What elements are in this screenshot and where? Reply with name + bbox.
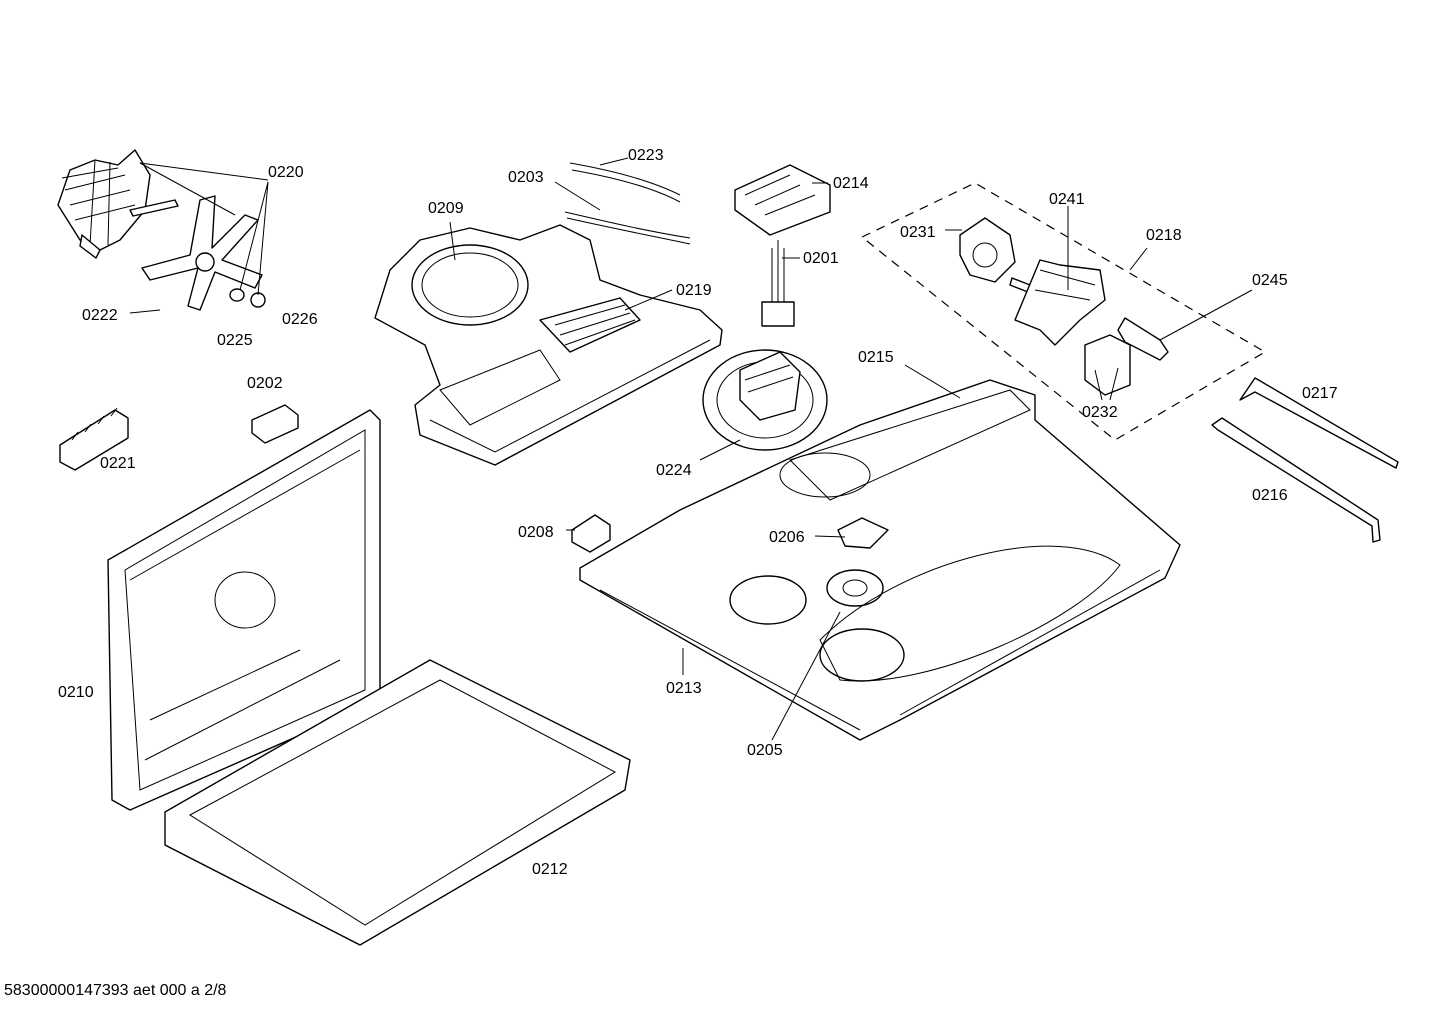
callout-0241: 0241 (1049, 191, 1085, 208)
heating-rod-0216 (1211, 417, 1381, 543)
document-id-footer: 58300000147393 aet 000 a 2/8 (4, 982, 227, 999)
callout-0203: 0203 (508, 169, 544, 186)
callout-0202: 0202 (247, 375, 283, 392)
bracket-part (1014, 259, 1106, 346)
callout-0231: 0231 (900, 224, 936, 241)
callout-0201: 0201 (803, 250, 839, 267)
callout-0209: 0209 (428, 200, 464, 217)
connector-block-part (734, 164, 831, 236)
callout-0222: 0222 (82, 307, 118, 324)
callout-labels: 0220 0222 0225 0226 0209 0203 0223 0214 … (58, 147, 1338, 878)
callout-0210: 0210 (58, 684, 94, 701)
relay-part (1084, 334, 1131, 396)
plug-part (761, 240, 795, 327)
cooling-assembly-part (374, 224, 723, 466)
callout-0221: 0221 (100, 455, 136, 472)
bottom-tray-part (164, 659, 631, 946)
switch-part (571, 514, 611, 553)
callout-0223: 0223 (628, 147, 664, 164)
callout-0220: 0220 (268, 164, 304, 181)
callout-0214: 0214 (833, 175, 869, 192)
wire-harness-0223 (569, 162, 681, 203)
callout-0219: 0219 (676, 282, 712, 299)
callout-0206: 0206 (769, 529, 805, 546)
fan-blade-part (141, 195, 263, 311)
terminal-part (251, 404, 299, 444)
callout-0225: 0225 (217, 332, 253, 349)
callout-0212: 0212 (532, 861, 568, 878)
callout-0218: 0218 (1146, 227, 1182, 244)
washer-part (229, 288, 245, 302)
callout-0245: 0245 (1252, 272, 1288, 289)
base-plate-part (579, 379, 1181, 741)
callout-0215: 0215 (858, 349, 894, 366)
terminal-strip-part (59, 407, 129, 471)
callout-0208: 0208 (518, 524, 554, 541)
callout-0213: 0213 (666, 680, 702, 697)
callout-0216: 0216 (1252, 487, 1288, 504)
dashed-subassembly-outline (860, 182, 1267, 441)
leader-lines (129, 157, 1253, 741)
callout-0226: 0226 (282, 311, 318, 328)
callout-0217: 0217 (1302, 385, 1338, 402)
callout-0224: 0224 (656, 462, 692, 479)
fan-motor-part (57, 149, 179, 259)
thermostat-part (959, 217, 1031, 293)
wire-harness-0203 (564, 211, 691, 245)
heating-rod-0217 (1239, 377, 1399, 469)
callout-0232: 0232 (1082, 404, 1118, 421)
callout-0205: 0205 (747, 742, 783, 759)
blower-motor-part (702, 349, 828, 451)
nut-part (250, 292, 266, 308)
